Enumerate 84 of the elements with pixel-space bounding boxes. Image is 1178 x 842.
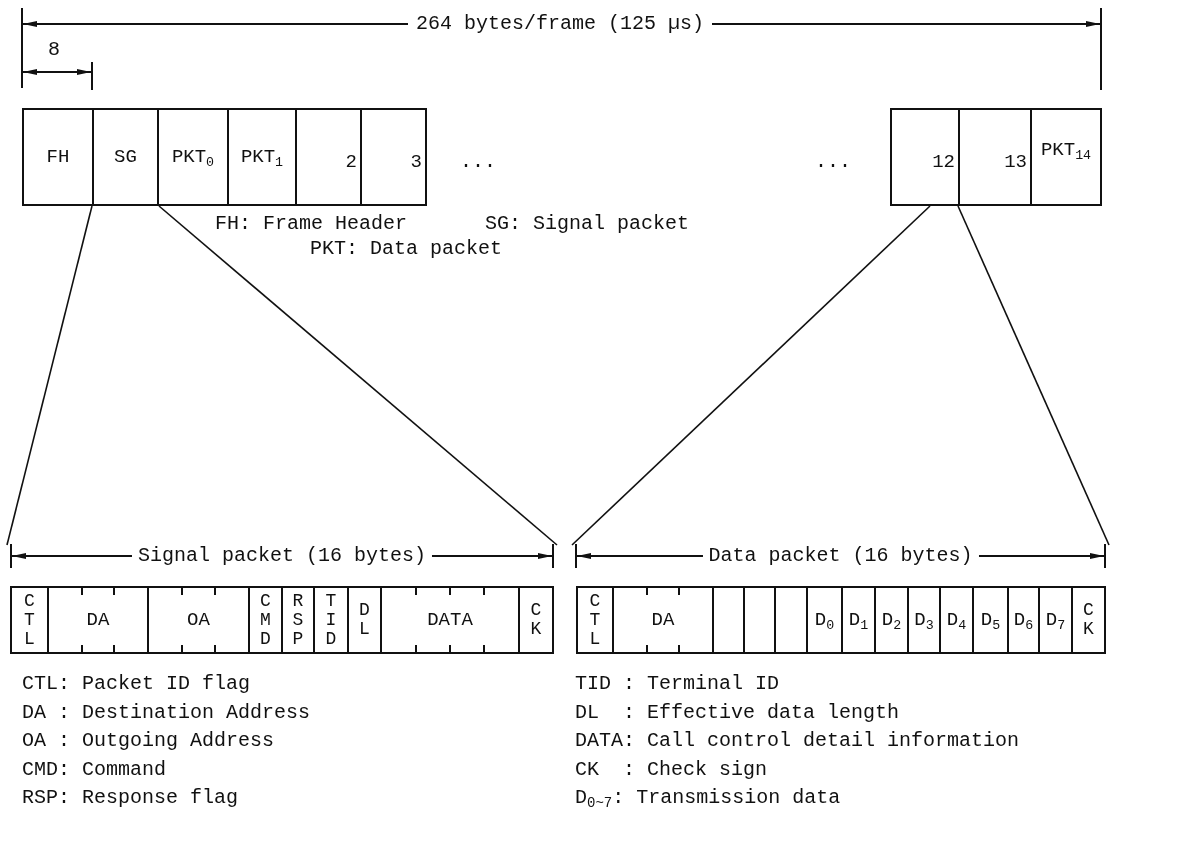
field-label: D$_{1}$ <box>848 610 869 630</box>
abbreviation-note: PKT: Data packet <box>310 237 503 261</box>
packet-field <box>576 586 614 654</box>
zoom-line <box>158 205 558 546</box>
field-label: 2 <box>345 152 357 172</box>
frame-slot <box>295 108 362 206</box>
packet-field <box>347 586 382 654</box>
field-label: CMD <box>259 591 272 649</box>
field-label: 13 <box>1004 152 1027 172</box>
packet-field <box>907 586 941 654</box>
packet-field <box>841 586 876 654</box>
field-label: D$_{2}$ <box>881 610 902 630</box>
legend-entry: CK : Check sign <box>575 757 768 782</box>
packet-heading: Data packet (16 bytes) <box>702 544 979 568</box>
frame-slot <box>92 108 159 206</box>
packet-field <box>313 586 349 654</box>
field-label: DATA <box>427 610 473 630</box>
empty-field <box>712 586 745 654</box>
field-label: D$_{6}$ <box>1013 610 1034 630</box>
field-label: D$_{7}$ <box>1045 610 1066 630</box>
packet-field <box>147 586 250 654</box>
packet-field <box>806 586 843 654</box>
frame-slot <box>22 108 94 206</box>
field-label: TID <box>325 591 337 649</box>
field-label: FH <box>46 147 70 167</box>
frame-slot <box>227 108 297 206</box>
legend-entry: OA : Outgoing Address <box>22 729 275 753</box>
ellipsis: ... <box>460 150 496 174</box>
abbreviation-note: FH: Frame Header <box>215 212 408 236</box>
packet-field <box>10 586 49 654</box>
packet-field <box>518 586 554 654</box>
legend-entry: TID : Terminal ID <box>575 672 780 696</box>
field-label: RSP <box>292 591 304 649</box>
packet-field <box>1038 586 1073 654</box>
field-label: OA <box>187 610 210 630</box>
legend-entry: D$_{0~7}$: Transmission data <box>575 786 841 810</box>
packet-field <box>874 586 909 654</box>
field-label: CK <box>530 601 542 639</box>
field-label: PKT$_{1}$ <box>240 147 284 167</box>
zoom-line <box>957 205 1110 546</box>
field-label: D$_{4}$ <box>946 610 967 630</box>
packet-field <box>248 586 283 654</box>
packet-field <box>1007 586 1040 654</box>
frame-slot <box>958 108 1032 206</box>
field-label: CTL <box>589 591 601 649</box>
zoom-line <box>571 205 931 546</box>
field-label: PKT$_{0}$ <box>171 147 215 167</box>
field-label: SG <box>114 147 137 167</box>
field-label: DA <box>651 610 675 630</box>
empty-field <box>774 586 808 654</box>
field-label: CTL <box>23 591 36 649</box>
packet-field <box>972 586 1009 654</box>
field-label: 12 <box>932 152 955 172</box>
field-label: D$_{0}$ <box>814 610 835 630</box>
ellipsis: ... <box>815 150 851 174</box>
dimension-label: 264 bytes/frame (125 µs) <box>408 12 713 36</box>
packet-field <box>612 586 714 654</box>
field-label: DL <box>358 601 371 639</box>
legend-entry: CMD: Command <box>22 757 167 782</box>
field-label: CK <box>1082 601 1095 639</box>
legend-entry: DA : Destination Address <box>22 700 311 725</box>
field-label: PKT$_{14}$ <box>1040 140 1092 160</box>
packet-field <box>380 586 520 654</box>
abbreviation-note: SG: Signal packet <box>485 212 690 236</box>
legend-entry: DL : Effective data length <box>575 700 900 725</box>
field-label: DA <box>86 610 110 630</box>
packet-heading: Signal packet (16 bytes) <box>132 544 432 568</box>
field-label: D$_{5}$ <box>980 610 1001 630</box>
packet-field <box>281 586 315 654</box>
field-label: 3 <box>410 152 422 172</box>
frame-slot <box>157 108 229 206</box>
frame-slot <box>360 108 427 206</box>
legend-entry: RSP: Response flag <box>22 786 239 810</box>
legend-entry: CTL: Packet ID flag <box>22 672 251 696</box>
frame-slot <box>1030 108 1102 206</box>
zoom-line <box>6 205 93 546</box>
frame-slot <box>890 108 960 206</box>
packet-field <box>939 586 974 654</box>
legend-entry: DATA: Call control detail information <box>575 729 1020 753</box>
packet-field <box>47 586 149 654</box>
field-label: D$_{3}$ <box>914 610 934 630</box>
empty-field <box>743 586 776 654</box>
packet-field <box>1071 586 1106 654</box>
dimension-label: 8 <box>48 38 60 62</box>
